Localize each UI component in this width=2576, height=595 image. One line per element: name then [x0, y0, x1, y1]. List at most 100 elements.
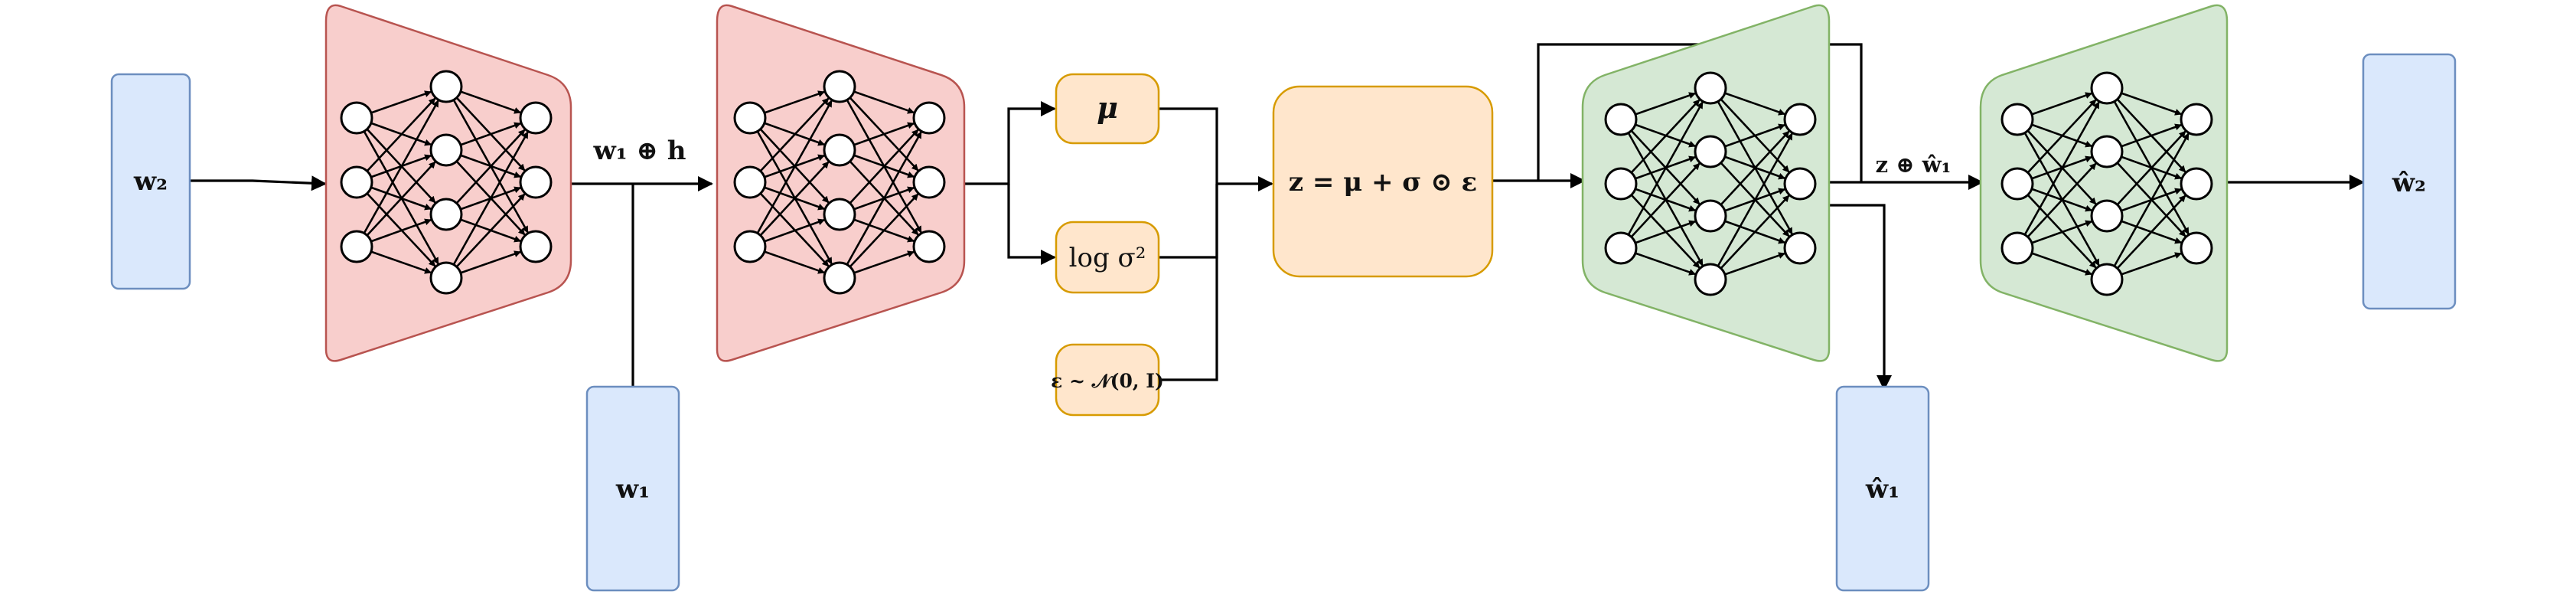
network-edge [1724, 252, 1786, 276]
network-edge [2116, 130, 2186, 206]
network-node [340, 101, 373, 135]
network-edge [2027, 162, 2097, 238]
edge-decoder1-to-w1hat [1829, 204, 1892, 391]
network-edge [460, 122, 522, 146]
network-node [733, 101, 767, 135]
network-edge [764, 250, 826, 274]
network-blocks [324, 4, 2229, 362]
network-node [2180, 103, 2213, 136]
network-edge [759, 161, 830, 237]
network-node [912, 101, 946, 135]
network-edge [846, 131, 922, 266]
network-node [1604, 103, 1638, 136]
condition-w1-box [585, 385, 680, 592]
network-edge [2031, 252, 2093, 276]
log-sigma2-label: log σ² [1069, 243, 1146, 273]
neural-network-icons [340, 70, 2213, 296]
network-edge [849, 129, 919, 204]
network-node [733, 230, 767, 263]
network-node [519, 230, 553, 263]
network-edge [1635, 220, 1697, 244]
input-w2-box [110, 73, 191, 290]
network-node [823, 133, 856, 167]
network-edge [764, 218, 826, 243]
edge-w2-to-encoder1 [190, 175, 327, 191]
output-w2-hat-label: ŵ₂ [2392, 168, 2426, 198]
network-edge [853, 250, 915, 274]
network-node [1694, 263, 1727, 296]
edge-logsigma-to-z [1159, 184, 1218, 259]
output-w1-hat-box [1835, 385, 1930, 592]
network-node [2000, 231, 2034, 265]
concat-decoder-label: z ⊕ ŵ₁ [1876, 152, 1952, 178]
network-node [1783, 103, 1817, 136]
network-edge [363, 100, 439, 234]
network-edge [1720, 195, 1790, 270]
network-edge [2121, 252, 2183, 276]
epsilon-box [1055, 343, 1160, 417]
network-node [2090, 135, 2124, 168]
encoder1-block [324, 4, 572, 362]
network-edge [1717, 132, 1793, 267]
parameter-boxes: μ log σ² ε ~ 𝒩(0, I) z = μ + σ ⊙ ε [1051, 73, 1494, 417]
network-node [1694, 199, 1727, 233]
network-edge [2031, 220, 2093, 244]
decoder2-neural-network-icon [2000, 71, 2213, 296]
network-node [429, 261, 463, 295]
encoder2-neural-network-icon [733, 70, 946, 295]
network-node [1694, 71, 1727, 105]
network-node [733, 165, 767, 199]
network-edge [452, 131, 529, 266]
concat-encoder-label: w₁ ⊕ h [592, 136, 686, 166]
edge-mu-to-z [1159, 107, 1218, 184]
network-node [1604, 231, 1638, 265]
vector-boxes: w₂ w₁ ŵ₁ ŵ₂ [110, 53, 2457, 592]
mu-box [1055, 73, 1160, 145]
network-edge [460, 250, 522, 274]
network-edge [2113, 132, 2190, 267]
network-node [1694, 135, 1727, 168]
network-node [2180, 167, 2213, 201]
network-node [429, 198, 463, 231]
output-w2-hat-box [2362, 53, 2457, 310]
network-edge [370, 90, 432, 114]
network-node [823, 261, 856, 295]
network-node [519, 165, 553, 199]
decoder1-neural-network-icon [1604, 71, 1817, 296]
input-w2-label: w₂ [133, 166, 168, 197]
log-sigma2-box [1055, 221, 1160, 294]
network-node [340, 230, 373, 263]
encoder1-neural-network-icon [340, 70, 553, 295]
network-edge [1635, 92, 1697, 116]
network-node [912, 165, 946, 199]
network-node [912, 230, 946, 263]
network-edge [1724, 92, 1786, 116]
network-edge [1630, 99, 1700, 174]
epsilon-label: ε ~ 𝒩(0, I) [1051, 370, 1164, 392]
network-node [2000, 103, 2034, 136]
network-edge [1635, 252, 1697, 276]
output-w1-hat-label: ŵ₁ [1865, 474, 1899, 505]
network-edge [756, 100, 833, 234]
decoder2-block [1979, 4, 2229, 362]
encoder2-block [716, 4, 966, 362]
network-node [1783, 167, 1817, 201]
network-edge [1627, 101, 1704, 236]
z-equation-label: z = μ + σ ⊙ ε [1289, 167, 1477, 198]
network-node [340, 165, 373, 199]
network-edge [455, 193, 526, 268]
z-equation-box [1272, 85, 1494, 278]
network-node [429, 133, 463, 167]
network-edge [853, 90, 915, 114]
network-node [2090, 199, 2124, 233]
decoder1-block [1581, 4, 1831, 362]
network-edge [2031, 92, 2093, 116]
network-node [2090, 263, 2124, 296]
network-node [1604, 167, 1638, 201]
network-edge [370, 218, 432, 243]
network-edge [759, 97, 830, 172]
network-node [1783, 231, 1817, 265]
network-edge [2121, 92, 2183, 116]
network-edge [1720, 130, 1790, 206]
